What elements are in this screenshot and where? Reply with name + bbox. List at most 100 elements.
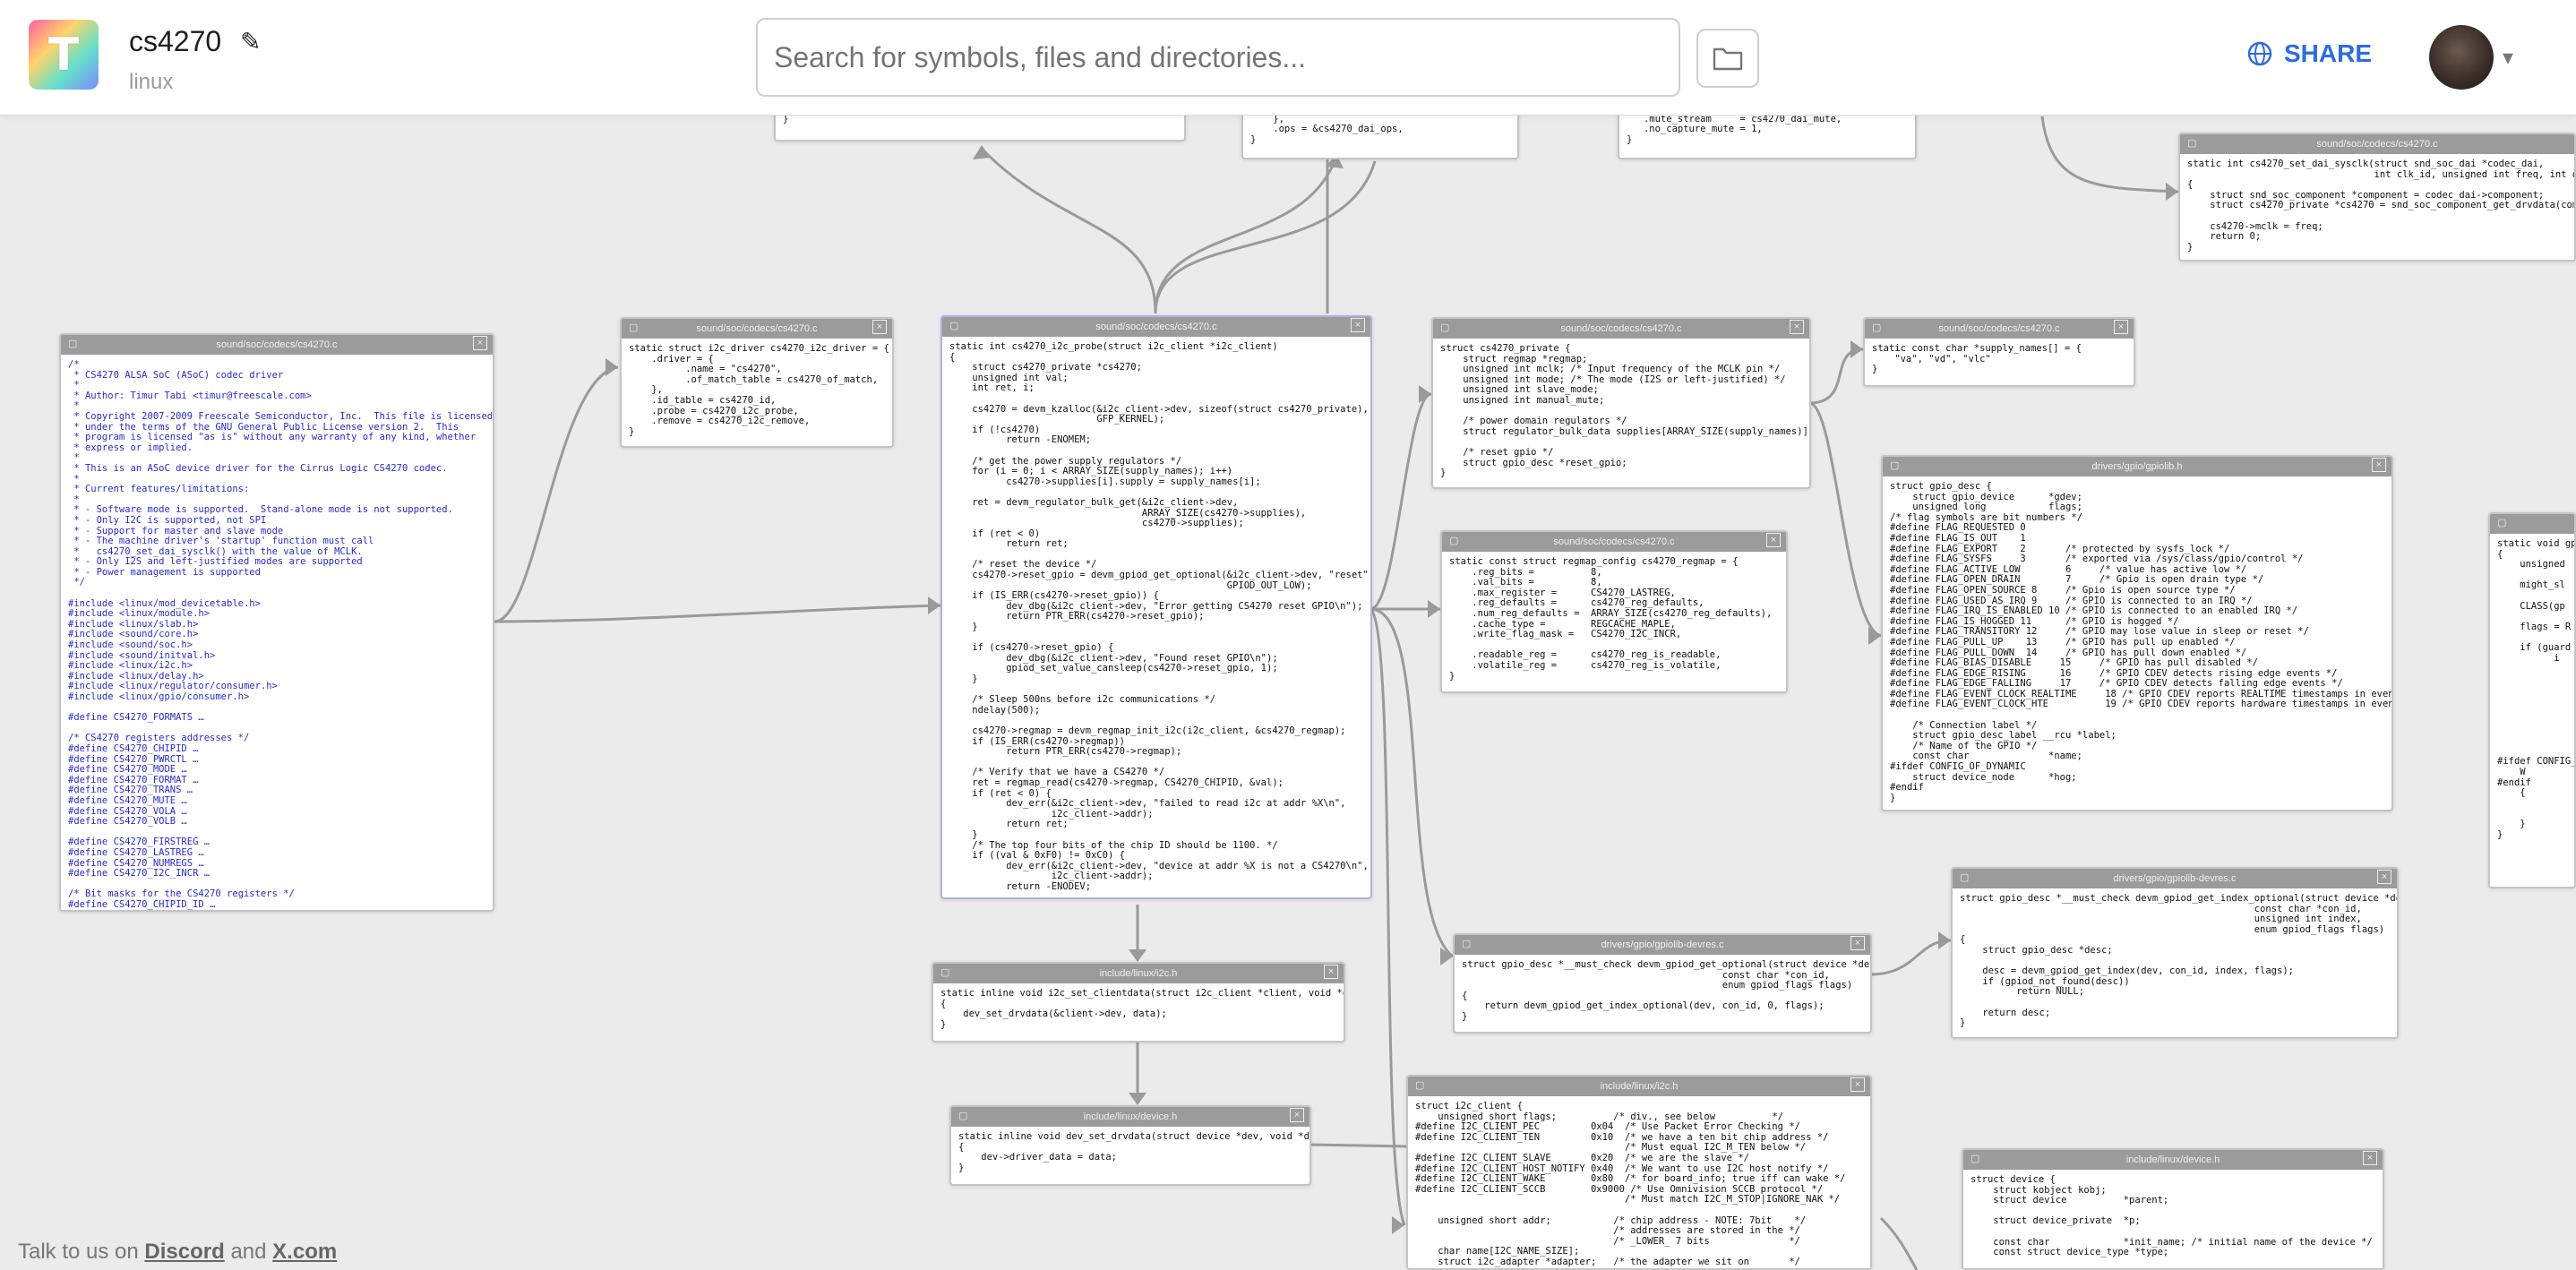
code-text: struct device { struct kobject kobj; str…: [1971, 1174, 2373, 1258]
close-icon[interactable]: ×: [1351, 318, 1365, 332]
file-path: sound/soc/codecs/cs4270.c: [1938, 323, 2060, 334]
app-logo[interactable]: T: [29, 20, 99, 90]
pin-icon[interactable]: ▢: [68, 339, 78, 349]
code-node-i2c-client[interactable]: ▢ include/linux/i2c.h × struct i2c_client …: [1406, 1075, 1872, 1270]
x-link[interactable]: X.com: [272, 1240, 338, 1264]
close-icon[interactable]: ×: [473, 336, 487, 350]
code-text: static inline void dev_set_drvdata(struc…: [958, 1131, 1309, 1173]
node-titlebar[interactable]: ▢ drivers/gpio/gpiolib-devres.c ×: [1455, 935, 1870, 955]
code-text: struct gpio_desc { struct gpio_device *g…: [1890, 481, 2393, 803]
node-titlebar[interactable]: ▢ drivers/gpio/gpiolib-devres.c ×: [1953, 869, 2397, 888]
code-text: /* * CS4270 ALSA SoC (ASoC) codec driver…: [68, 359, 494, 910]
code-text: static inline void i2c_set_clientdata(st…: [940, 988, 1344, 1030]
code-node-gpiolib[interactable]: ▢ drivers/gpio/gpiolib.h × struct gpio_des…: [1881, 455, 2393, 811]
pin-icon[interactable]: ▢: [940, 967, 950, 978]
pin-icon[interactable]: ▢: [629, 322, 639, 333]
close-icon[interactable]: ×: [2372, 458, 2386, 472]
code-text: static const char *supply_names[] = { "v…: [1872, 343, 2082, 375]
code-node-drvdata[interactable]: ▢include/linux/device.h× static inline v…: [949, 1105, 1311, 1186]
close-icon[interactable]: ×: [1850, 936, 1865, 950]
close-icon[interactable]: ×: [1790, 320, 1804, 334]
code-node-probe[interactable]: ▢ sound/soc/codecs/cs4270.c × static int c…: [940, 315, 1372, 899]
code-text: static void gpio { unsigned might_sl CLA…: [2497, 538, 2576, 840]
share-button[interactable]: SHARE: [2246, 39, 2372, 68]
top-bar: T cs4270 ✎ linux SHARE ▾: [0, 0, 2576, 116]
node-titlebar[interactable]: ▢ drivers/gpio/gpiolib.h ×: [1883, 457, 2391, 476]
pin-icon[interactable]: ▢: [1872, 322, 1882, 333]
file-path: sound/soc/codecs/cs4270.c: [216, 339, 338, 350]
pencil-icon[interactable]: ✎: [240, 28, 262, 56]
pin-icon[interactable]: ▢: [2497, 518, 2507, 528]
code-text: struct cs4270_private { struct regmap *r…: [1440, 343, 1811, 479]
code-text: struct gpio_desc *__must_check devm_gpio…: [1462, 959, 1870, 1022]
pin-icon[interactable]: ▢: [949, 321, 959, 331]
discord-link[interactable]: Discord: [144, 1240, 225, 1264]
file-path: drivers/gpio/gpiolib-devres.c: [2113, 873, 2237, 884]
code-node-sysclk[interactable]: ▢sound/soc/codecs/cs4270.c static int cs…: [2178, 133, 2576, 262]
pin-icon[interactable]: ▢: [1971, 1154, 1980, 1164]
code-node-private[interactable]: ▢sound/soc/codecs/cs4270.c× struct cs427…: [1431, 317, 1811, 489]
file-path: include/linux/device.h: [2125, 1154, 2220, 1165]
node-titlebar[interactable]: ▢ include/linux/device.h ×: [1963, 1150, 2383, 1170]
code-node-device[interactable]: ▢ include/linux/device.h × struct device {…: [1962, 1148, 2384, 1270]
close-icon[interactable]: ×: [2377, 870, 2391, 884]
code-text: static struct i2c_driver cs4270_i2c_driv…: [629, 343, 889, 437]
file-path: sound/soc/codecs/cs4270.c: [1553, 536, 1675, 547]
file-path: sound/soc/codecs/cs4270.c: [2316, 139, 2438, 150]
chevron-down-icon[interactable]: ▾: [2503, 46, 2514, 70]
node-titlebar[interactable]: ▢include/linux/i2c.h×: [933, 964, 1344, 983]
node-titlebar[interactable]: ▢: [2490, 514, 2574, 534]
pin-icon[interactable]: ▢: [1890, 460, 1900, 471]
search-input[interactable]: [756, 18, 1680, 97]
project-title: cs4270: [129, 25, 222, 57]
pin-icon[interactable]: ▢: [1462, 939, 1472, 949]
node-titlebar[interactable]: ▢sound/soc/codecs/cs4270.c×: [1433, 319, 1809, 339]
close-icon[interactable]: ×: [1324, 965, 1338, 979]
close-icon[interactable]: ×: [1766, 533, 1781, 547]
node-titlebar[interactable]: ▢ sound/soc/codecs/cs4270.c: [2180, 134, 2574, 154]
code-text: struct gpio_desc *__must_check devm_gpio…: [1960, 893, 2397, 1029]
code-text: static int cs4270_i2c_probe(struct i2c_c…: [949, 341, 1372, 892]
project-subtitle: linux: [129, 70, 174, 94]
node-titlebar[interactable]: ▢include/linux/device.h×: [951, 1107, 1309, 1127]
node-titlebar[interactable]: ▢ sound/soc/codecs/cs4270.c ×: [942, 317, 1370, 337]
pin-icon[interactable]: ▢: [1449, 536, 1459, 546]
folder-button[interactable]: [1696, 29, 1759, 88]
logo-letter: T: [47, 29, 80, 81]
code-node-main-file[interactable]: ▢ sound/soc/codecs/cs4270.c × /* * CS4270 …: [59, 333, 494, 912]
node-titlebar[interactable]: ▢ sound/soc/codecs/cs4270.c ×: [1865, 319, 2134, 339]
globe-icon: [2247, 41, 2272, 66]
close-icon[interactable]: ×: [1290, 1108, 1304, 1122]
code-node-clientdata[interactable]: ▢include/linux/i2c.h× static inline void…: [932, 962, 1345, 1043]
close-icon[interactable]: ×: [1850, 1077, 1865, 1092]
file-path: drivers/gpio/gpiolib-devres.c: [1601, 940, 1724, 950]
pin-icon[interactable]: ▢: [1960, 872, 1970, 883]
code-node-devm-idx[interactable]: ▢ drivers/gpio/gpiolib-devres.c × struct g…: [1951, 867, 2399, 1039]
close-icon[interactable]: ×: [872, 320, 887, 334]
file-path: drivers/gpio/gpiolib.h: [2091, 461, 2183, 472]
node-titlebar[interactable]: ▢ sound/soc/codecs/cs4270.c ×: [61, 335, 493, 355]
pin-icon[interactable]: ▢: [2187, 138, 2197, 149]
node-titlebar[interactable]: ▢sound/soc/codecs/cs4270.c×: [622, 319, 892, 339]
code-node-regmap[interactable]: ▢ sound/soc/codecs/cs4270.c × static const…: [1440, 530, 1788, 693]
file-path: include/linux/i2c.h: [1600, 1081, 1679, 1092]
pin-icon[interactable]: ▢: [958, 1111, 968, 1121]
pin-icon[interactable]: ▢: [1440, 322, 1450, 333]
code-node-i2c-driver[interactable]: ▢sound/soc/codecs/cs4270.c× static struc…: [620, 317, 894, 448]
code-node-devm-opt[interactable]: ▢ drivers/gpio/gpiolib-devres.c × struct g…: [1453, 933, 1872, 1034]
node-titlebar[interactable]: ▢ include/linux/i2c.h ×: [1408, 1077, 1870, 1096]
close-icon[interactable]: ×: [2363, 1151, 2377, 1165]
code-node-supply[interactable]: ▢ sound/soc/codecs/cs4270.c × static const…: [1863, 317, 2135, 387]
pin-icon[interactable]: ▢: [1415, 1080, 1425, 1091]
code-text: struct i2c_client { unsigned short flags…: [1415, 1101, 1846, 1267]
folder-icon: [1713, 47, 1743, 71]
close-icon[interactable]: ×: [2114, 320, 2128, 334]
code-text: static const struct regmap_config cs4270…: [1449, 556, 1773, 682]
file-path: sound/soc/codecs/cs4270.c: [1095, 322, 1217, 332]
footer-prefix: Talk to us on: [18, 1240, 139, 1264]
code-node-right-edge[interactable]: ▢ static void gpio { unsigned might_sl C…: [2488, 512, 2576, 888]
node-titlebar[interactable]: ▢ sound/soc/codecs/cs4270.c ×: [1442, 532, 1786, 552]
avatar[interactable]: [2429, 25, 2494, 90]
footer-and: and: [230, 1240, 267, 1264]
